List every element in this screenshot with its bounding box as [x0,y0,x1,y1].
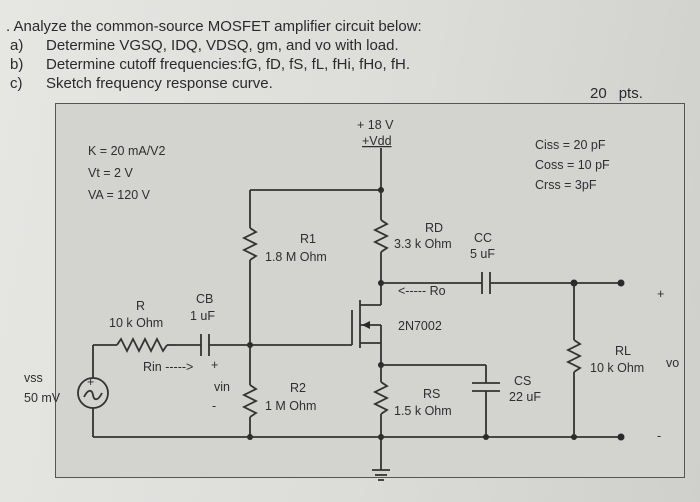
cc-value: 5 uF [470,247,495,261]
vin-minus-sign: - [212,399,216,413]
item-b-letter: b) [10,56,24,73]
item-c-text: Sketch frequency response curve. [46,75,273,92]
vo-plus-node [617,279,625,287]
points-unit: pts. [618,85,643,102]
question-item-b: b) Determine cutoff frequencies:fG, fD, f… [10,56,410,73]
question-item-a: a) Determine VGSQ, IDQ, VDSQ, gm, and vo … [10,37,399,54]
cap-crss: Crss = 3pF [535,178,597,192]
cc-name: CC [474,231,492,245]
cap-ciss: Ciss = 20 pF [535,138,606,152]
r-value: 10 k Ohm [109,316,163,330]
vss-value: 50 mV [24,391,61,405]
vo-plus-sign: + [657,287,664,301]
rl-value: 10 k Ohm [590,361,644,375]
param-vt: Vt = 2 V [88,166,133,180]
rl-name: RL [615,344,631,358]
question-item-c: c) Sketch frequency response curve. [10,75,273,92]
points-value: 20 [590,85,607,102]
vin-label: vin [214,380,230,394]
rs-value: 1.5 k Ohm [394,404,452,418]
item-a-letter: a) [10,37,24,54]
item-c-letter: c) [10,75,23,92]
rs-resistor [372,381,390,415]
points-label: 20 pts. [590,85,643,102]
vo-label: vo [666,356,679,370]
rin-label: Rin -----> [143,360,193,374]
r2-name: R2 [290,381,306,395]
r2-resistor [241,384,259,418]
cs-name: CS [514,374,531,388]
supply-value: + 18 V [357,118,394,132]
cs-ground-node [483,434,489,440]
question-lead: . Analyze the common-source MOSFET ampli… [6,18,422,35]
rs-name: RS [423,387,440,401]
cb-name: CB [196,292,213,306]
param-va: VA = 120 V [88,188,151,202]
vss-name: vss [24,371,43,385]
r2-value: 1 M Ohm [265,399,316,413]
ro-label: <----- Ro [398,284,446,298]
supply-name: +Vdd [362,134,392,148]
r1-resistor [241,227,259,261]
ac-wave-icon [83,389,103,401]
r1-value: 1.8 M Ohm [265,250,327,264]
vo-minus-node [617,433,625,441]
mosfet-name: 2N7002 [398,319,442,333]
r1-name: R1 [300,232,316,246]
r-name: R [136,299,145,313]
param-k: K = 20 mA/V2 [88,144,166,158]
r-resistor [116,336,168,354]
item-a-text: Determine VGSQ, IDQ, VDSQ, gm, and vo wi… [46,37,399,54]
vss-plus: + [87,375,94,389]
rd-value: 3.3 k Ohm [394,237,452,251]
cap-coss: Coss = 10 pF [535,158,610,172]
vin-plus-sign: + [211,358,218,372]
rd-resistor [372,219,390,253]
cs-value: 22 uF [509,390,541,404]
circuit-frame [55,103,685,478]
rl-resistor [565,339,583,373]
cb-value: 1 uF [190,309,215,323]
item-b-text: Determine cutoff frequencies:fG, fD, fS,… [46,56,411,73]
rd-name: RD [425,221,443,235]
mosfet-arrow [362,321,370,329]
vo-minus-sign: - [657,429,661,443]
